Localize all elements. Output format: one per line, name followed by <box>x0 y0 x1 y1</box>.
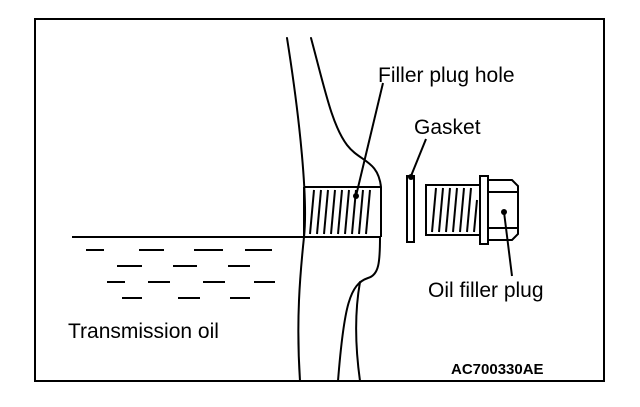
case-wall-outer <box>286 37 307 382</box>
case-wall-inner-lower-2 <box>355 281 361 382</box>
leader-filler-plug-hole <box>355 82 384 197</box>
oil-filler-plug <box>425 175 519 245</box>
leader-gasket <box>410 138 427 177</box>
leader-dot-gasket <box>408 174 414 180</box>
label-oil-filler-plug: Oil filler plug <box>428 279 544 302</box>
plug-threads <box>431 187 478 233</box>
figure-code: AC700330AE <box>451 361 544 378</box>
label-gasket: Gasket <box>414 116 481 139</box>
oil-dashes <box>86 249 275 299</box>
gasket <box>406 175 415 243</box>
case-wall-inner-upper <box>310 37 382 188</box>
figure-frame <box>34 18 605 382</box>
case-wall-inner-lower <box>337 236 381 382</box>
leader-dot-oil-filler-plug <box>501 209 507 215</box>
label-transmission-oil: Transmission oil <box>68 320 219 343</box>
hole-threads <box>309 189 371 235</box>
label-filler-plug-hole: Filler plug hole <box>378 64 515 87</box>
leader-dot-filler-plug-hole <box>353 193 359 199</box>
filler-plug-hole <box>303 186 382 238</box>
leader-oil-filler-plug <box>503 211 513 277</box>
plug-flange <box>479 175 489 245</box>
